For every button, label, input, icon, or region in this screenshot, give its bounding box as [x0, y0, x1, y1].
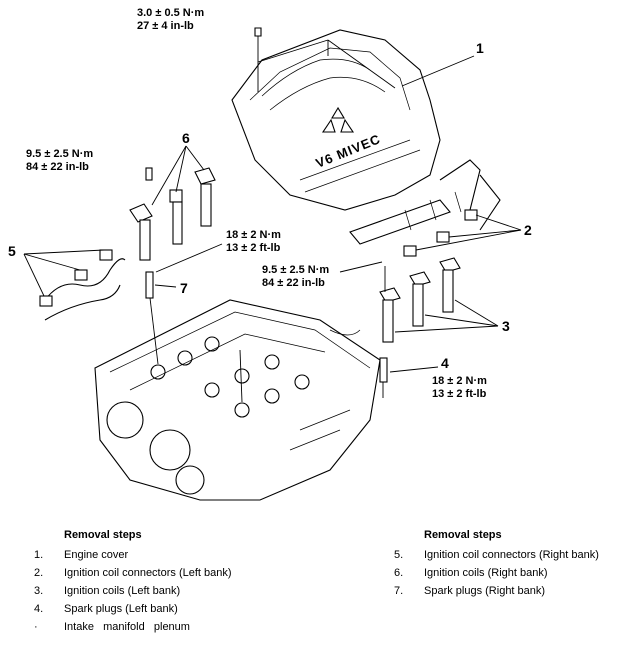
- removal-steps-right: Removal steps 5.Ignition coil connectors…: [394, 526, 599, 600]
- callout-7: 7: [180, 280, 188, 296]
- removal-step: 5.Ignition coil connectors (Right bank): [394, 549, 599, 561]
- left-coil-torque-spec: 9.5 ± 2.5 N·m 84 ± 22 in-lb: [26, 148, 93, 174]
- cover-torque-nm: 3.0 ± 0.5 N·m: [137, 7, 205, 19]
- removal-step: ·Intake manifold plenum: [34, 621, 190, 633]
- right-plug-torque-ftlb: 13 ± 2 ft-lb: [432, 388, 487, 400]
- removal-steps-left: Removal steps 1.Engine cover 2.Ignition …: [34, 526, 232, 636]
- callout-3: 3: [502, 318, 510, 334]
- removal-step: 3.Ignition coils (Left bank): [34, 585, 181, 597]
- removal-steps-heading-right: Removal steps: [424, 529, 502, 541]
- right-bank-coils: [379, 257, 461, 343]
- removal-step: 2.Ignition coil connectors (Left bank): [34, 567, 232, 579]
- left-plug-torque-spec: 18 ± 2 N·m 13 ± 2 ft-lb: [226, 229, 281, 255]
- engine-block: [94, 299, 381, 501]
- left-bank-coils: [129, 167, 216, 261]
- callout-5: 5: [8, 243, 16, 259]
- callout-6: 6: [182, 130, 190, 146]
- left-bank-connectors: [39, 249, 126, 321]
- left-plug-torque-nm: 18 ± 2 N·m: [226, 229, 281, 241]
- removal-steps-heading-left: Removal steps: [64, 529, 142, 541]
- right-plug-torque-spec: 18 ± 2 N·m 13 ± 2 ft-lb: [432, 375, 487, 401]
- engine-cover: [231, 29, 441, 211]
- left-coil-torque-inlb: 84 ± 22 in-lb: [26, 161, 89, 173]
- intake-manifold-plenum: [349, 159, 501, 245]
- right-coil-torque-inlb: 84 ± 22 in-lb: [262, 277, 325, 289]
- cover-torque-inlb: 27 ± 4 in-lb: [137, 20, 194, 32]
- removal-step: 1.Engine cover: [34, 549, 129, 561]
- right-spark-plug: [379, 357, 388, 398]
- removal-step: 4.Spark plugs (Left bank): [34, 603, 178, 615]
- left-plug-torque-ftlb: 13 ± 2 ft-lb: [226, 242, 281, 254]
- left-coil-torque-nm: 9.5 ± 2.5 N·m: [26, 148, 94, 160]
- callout-4: 4: [441, 355, 449, 371]
- engine-illustration: V6 MIVEC: [23, 27, 522, 501]
- removal-step: 7.Spark plugs (Right bank): [394, 585, 546, 597]
- right-bank-connectors: [403, 209, 478, 257]
- callout-2: 2: [524, 222, 532, 238]
- removal-step: 6.Ignition coils (Right bank): [394, 567, 548, 579]
- cover-bolt: [254, 27, 396, 92]
- right-plug-torque-nm: 18 ± 2 N·m: [432, 375, 487, 387]
- callout-1: 1: [476, 40, 484, 56]
- left-spark-plug: [145, 271, 154, 299]
- cover-bolt-torque-spec: 3.0 ± 0.5 N·m 27 ± 4 in-lb: [137, 7, 204, 33]
- right-coil-torque-nm: 9.5 ± 2.5 N·m: [262, 264, 330, 276]
- right-coil-torque-spec: 9.5 ± 2.5 N·m 84 ± 22 in-lb: [262, 264, 329, 290]
